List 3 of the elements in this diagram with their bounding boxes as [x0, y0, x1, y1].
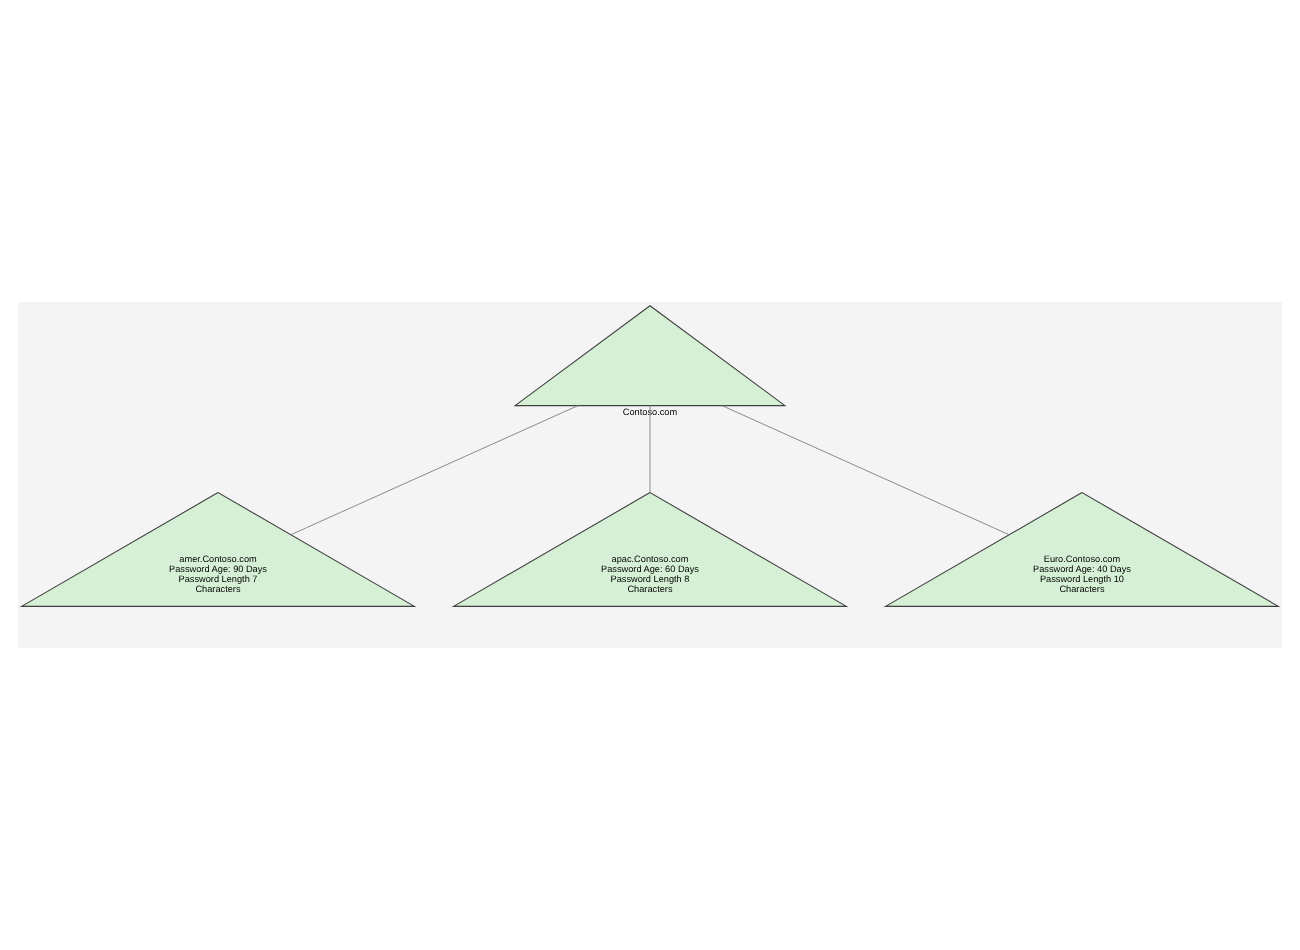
- connector: [290, 405, 579, 536]
- connector: [721, 405, 1010, 536]
- connector: [649, 405, 651, 493]
